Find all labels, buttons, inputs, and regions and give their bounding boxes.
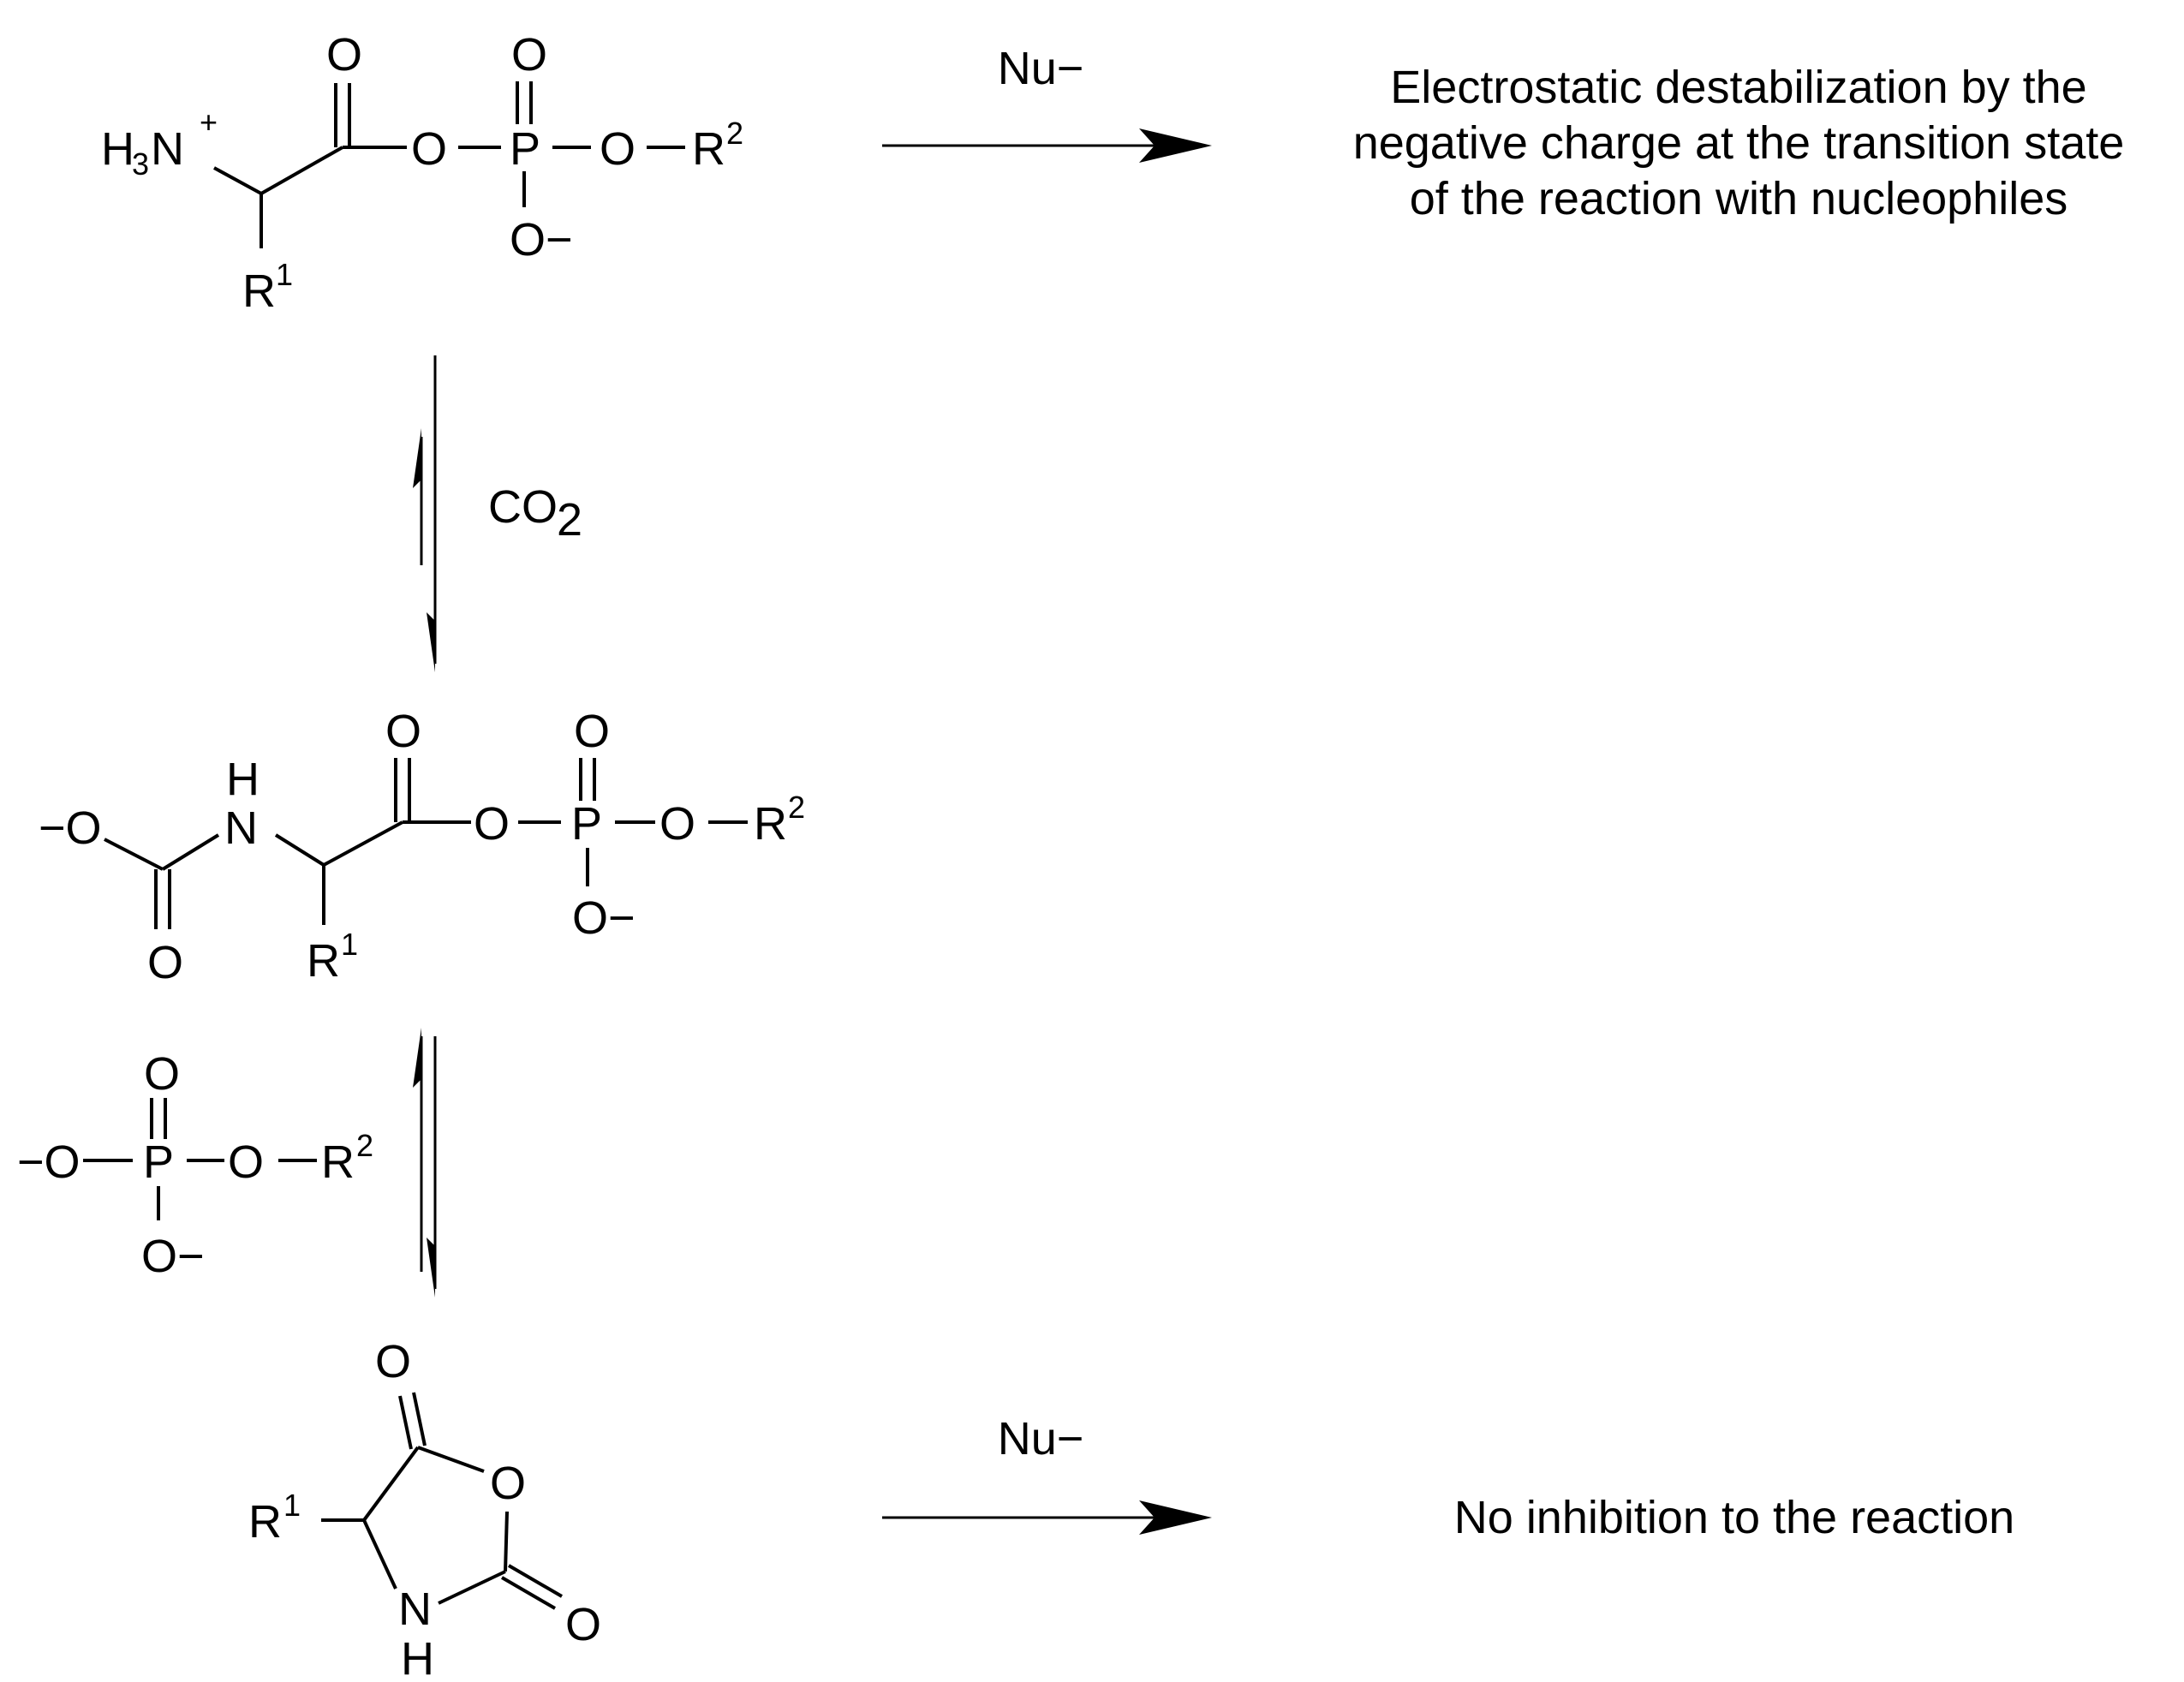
result-line-1: Electrostatic destabilization by the	[1390, 62, 2086, 113]
phosphate-leaving-group: −O P O O− O R 2	[17, 1048, 373, 1282]
ring-h: H	[401, 1633, 434, 1682]
ring-n: N	[398, 1584, 432, 1635]
ring-bond-n3-c4	[362, 1519, 397, 1590]
r2-superscript: 2	[356, 1128, 373, 1163]
r1-label: R	[242, 265, 276, 317]
carbamate-carbonyl-o: O	[147, 937, 183, 988]
equilibrium-arrow-cyclization	[413, 1028, 437, 1297]
nh-h: H	[226, 754, 260, 805]
carbamate-intermediate: −O O N H R 1 O O P O O− O R 2	[39, 706, 805, 988]
ring-o: O	[490, 1458, 526, 1509]
result-line-2: negative charge at the transition state	[1353, 117, 2125, 169]
result-line-3: of the reaction with nucleophiles	[1410, 173, 2068, 224]
p-ester-o: O	[600, 123, 636, 175]
r1-label: R	[307, 935, 340, 987]
r2-superscript: 2	[788, 790, 805, 825]
r2-label: R	[321, 1136, 355, 1188]
exo-double-right-b	[507, 1564, 564, 1598]
r1-label: R	[248, 1496, 282, 1548]
r2-label: R	[754, 798, 787, 850]
exo-o-top: O	[375, 1336, 411, 1387]
p-double-o: O	[511, 29, 547, 81]
phosphorus: P	[143, 1136, 174, 1188]
r1-superscript: 1	[276, 257, 293, 292]
carbonyl-o: O	[326, 29, 362, 81]
nucleophile-label-top: Nu−	[998, 43, 1084, 94]
equilibrium-arrow-co2	[413, 355, 437, 672]
bond-o-carbamate-c	[104, 838, 164, 871]
equilibrium-down-head	[427, 1238, 435, 1297]
p-ester-o: O	[659, 798, 695, 850]
exo-o-right: O	[565, 1599, 601, 1650]
double-o: O	[144, 1048, 180, 1100]
ammonium-h: H	[101, 123, 134, 175]
r2-superscript: 2	[726, 116, 743, 151]
bond-calpha-acyl-c	[323, 820, 403, 867]
result-text-bottom: No inhibition to the reaction	[1454, 1492, 2014, 1543]
exo-double-right-a	[500, 1576, 557, 1610]
equilibrium-up-head	[413, 428, 421, 488]
r2-label: R	[692, 123, 725, 175]
carbamate-anion-o: −O	[39, 802, 102, 854]
n-carboxyanhydride: O O O N H R 1	[248, 1336, 601, 1682]
bond-carbamate-n	[161, 833, 220, 871]
p-oxyanion: O−	[572, 892, 636, 944]
co2-subscript: 2	[557, 494, 582, 546]
ester-o: O	[411, 123, 447, 175]
anion-o: −O	[17, 1136, 81, 1188]
bond-calpha-carbonyl	[260, 146, 343, 195]
ester-o: O	[474, 798, 510, 850]
p-oxyanion: O−	[510, 214, 573, 265]
equilibrium-up-head	[413, 1028, 421, 1088]
aminoacyl-phosphate: H 3 N + R 1 O O P O O− O R 2	[101, 29, 743, 317]
arrow-head-bottom	[1139, 1500, 1212, 1535]
nucleophile-label-bottom: Nu−	[998, 1413, 1084, 1464]
ammonium-n: N	[151, 123, 184, 175]
exo-double-top-a	[398, 1395, 413, 1450]
co2-label: CO	[488, 481, 558, 533]
r1-superscript: 1	[283, 1488, 301, 1523]
phosphorus: P	[510, 123, 540, 175]
p-double-o: O	[574, 706, 610, 757]
bond-n-calpha	[274, 833, 325, 867]
ammonium-subscript: 3	[132, 146, 149, 182]
exo-double-top-b	[412, 1392, 427, 1446]
ester-o: O	[228, 1136, 264, 1188]
bond-n-calpha	[213, 166, 262, 195]
nh-n: N	[224, 802, 258, 854]
result-text-top: Electrostatic destabilization by the neg…	[1353, 62, 2125, 224]
acyl-carbonyl-o: O	[385, 706, 421, 757]
phosphorus: P	[571, 798, 602, 850]
ring-bond-c4-c5	[362, 1446, 420, 1522]
ring-bond-c2-n3	[438, 1570, 506, 1605]
oxyanion-o: O−	[141, 1231, 205, 1282]
ammonium-charge: +	[200, 104, 218, 140]
ring-bond-o1-c2	[504, 1511, 509, 1572]
equilibrium-down-head	[427, 612, 435, 672]
arrow-head-top	[1139, 128, 1212, 163]
r1-superscript: 1	[341, 927, 358, 962]
ring-bond-c5-o1	[417, 1446, 485, 1473]
